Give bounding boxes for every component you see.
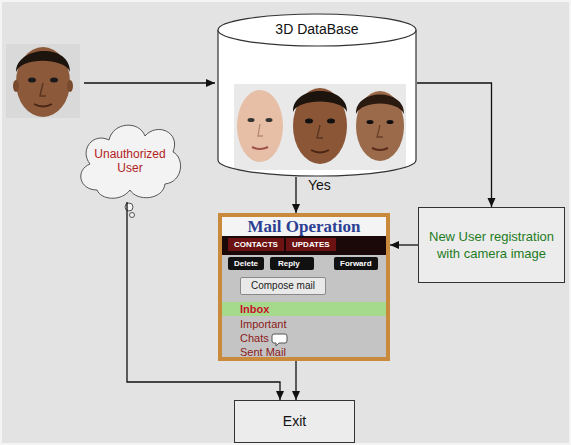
mail-panel xyxy=(222,217,386,357)
edge-label: Yes xyxy=(308,177,331,194)
thought-bubble xyxy=(130,213,135,218)
connector-arrow xyxy=(390,244,418,245)
window-title: Mail Operation xyxy=(222,217,386,236)
database-faces xyxy=(234,84,406,170)
cloud-label: Unauthorized User xyxy=(91,147,169,175)
database-fill xyxy=(218,14,416,176)
cylinder-body xyxy=(218,30,416,176)
cylinder-top xyxy=(218,14,416,46)
menu-item: Sent Mail xyxy=(240,346,286,359)
box-label: Exit xyxy=(283,413,306,430)
button-label: Compose mail xyxy=(240,277,326,295)
user-face xyxy=(6,44,80,118)
chat-icon xyxy=(272,334,287,346)
mail-window: Mail OperationCONTACTSUPDATES Delete Reply… xyxy=(218,213,390,361)
thought-bubble xyxy=(125,203,133,211)
terminal-box: Exit xyxy=(234,400,355,443)
tab-label: CONTACTS xyxy=(228,238,284,251)
button-label: Reply xyxy=(270,257,314,270)
tab-label: UPDATES xyxy=(286,238,336,251)
menu-item: Inbox xyxy=(240,303,269,316)
process-box: New User registration with camera image xyxy=(418,207,565,283)
connector-arrow xyxy=(295,361,296,400)
connector-arrow xyxy=(295,177,296,213)
connector-arrow xyxy=(417,83,492,207)
menu-item: Chats xyxy=(240,332,269,345)
cloud-shape xyxy=(81,125,181,198)
button-label: Forward xyxy=(334,257,378,270)
box-label: New User registration with camera image xyxy=(425,228,558,262)
thought-cloud: Unauthorized User xyxy=(75,116,185,202)
database-cylinder: 3D DataBase xyxy=(217,12,417,177)
input-arrow xyxy=(84,82,215,83)
button-label: Delete xyxy=(228,257,264,270)
database-label: 3D DataBase xyxy=(217,21,417,38)
menu-item: Important xyxy=(240,318,286,331)
